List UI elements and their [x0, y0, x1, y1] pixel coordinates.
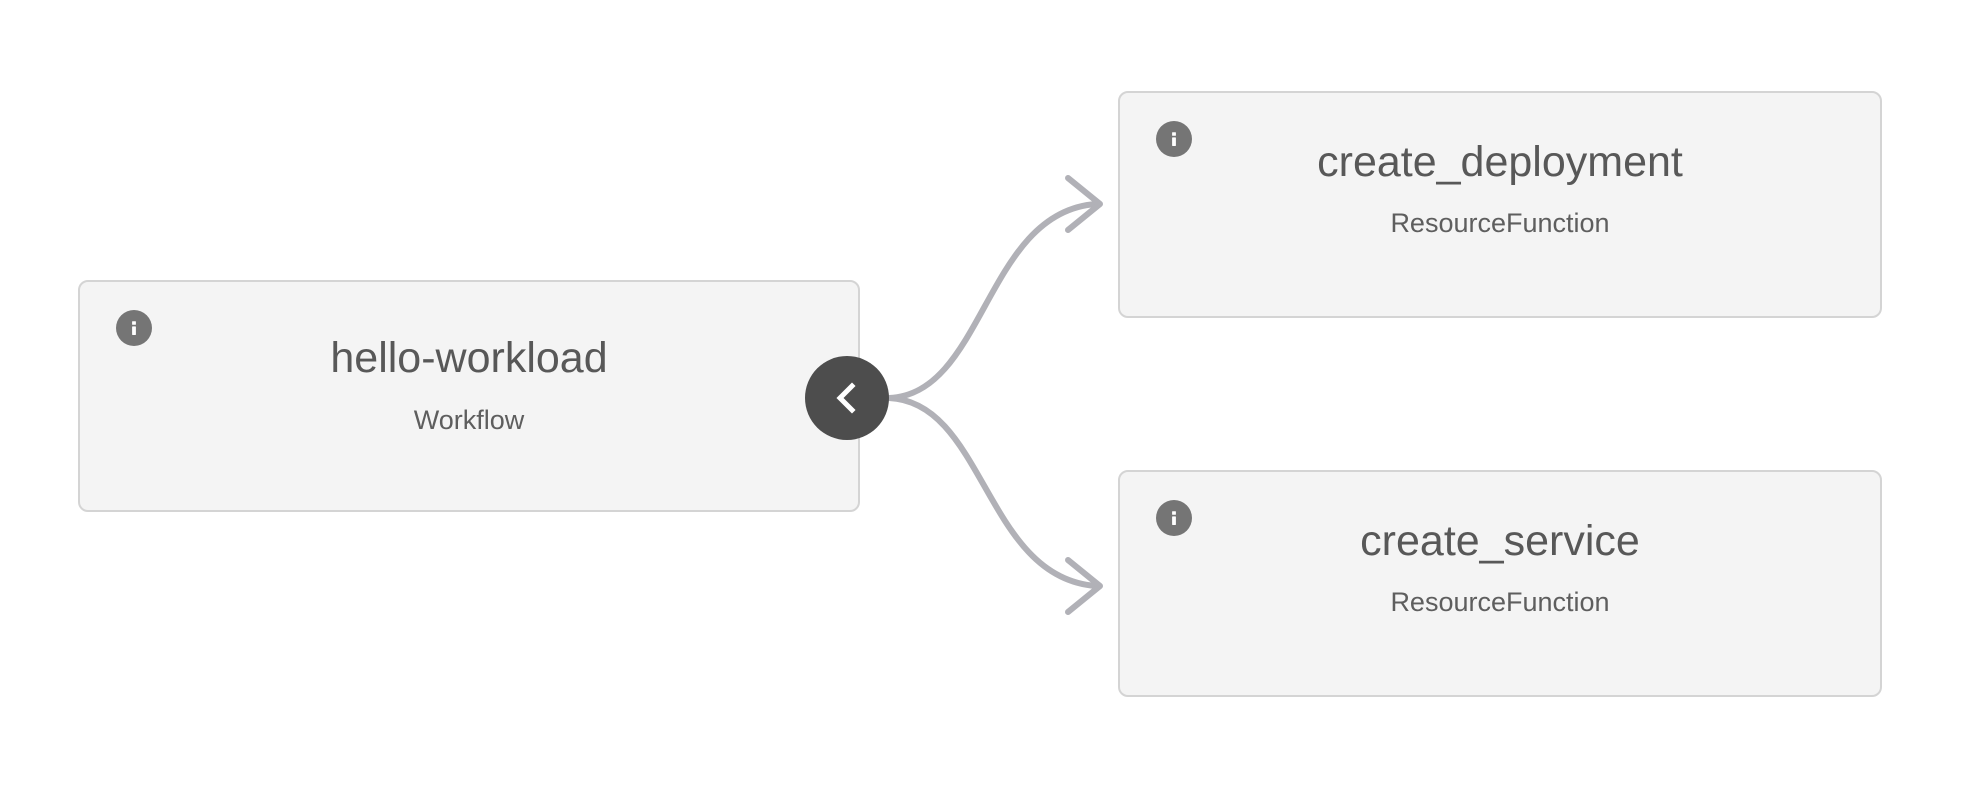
edge-arrowhead	[1065, 175, 1103, 233]
node-subtitle: Workflow	[413, 405, 525, 435]
node-title: create_deployment	[1317, 138, 1683, 186]
info-icon[interactable]	[1156, 121, 1192, 157]
chevron-left-icon[interactable]	[805, 356, 889, 440]
info-icon[interactable]	[116, 310, 152, 346]
edge-hello-workload-to-create-service	[886, 395, 1103, 615]
node-title: create_service	[1360, 517, 1640, 565]
node-subtitle: ResourceFunction	[1390, 208, 1610, 238]
info-icon[interactable]	[1156, 500, 1192, 536]
node-subtitle: ResourceFunction	[1390, 587, 1610, 617]
edge-arrowhead	[1065, 557, 1103, 615]
graph-node-create-service[interactable]: create_service ResourceFunction	[1118, 470, 1882, 697]
edge-hello-workload-to-create-deployment	[886, 175, 1103, 401]
graph-node-create-deployment[interactable]: create_deployment ResourceFunction	[1118, 91, 1882, 318]
node-title: hello-workload	[330, 334, 608, 382]
graph-node-hello-workload[interactable]: hello-workload Workflow	[78, 280, 860, 512]
